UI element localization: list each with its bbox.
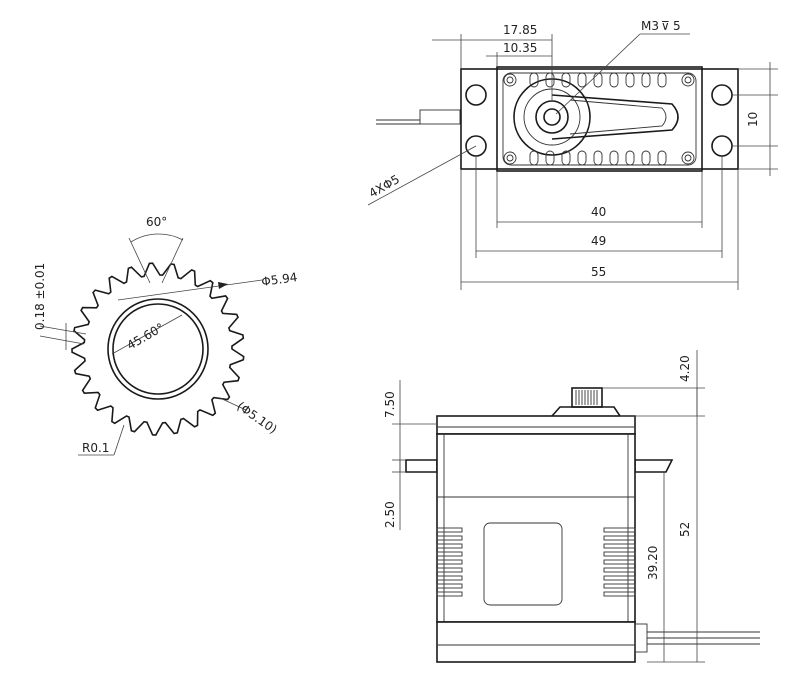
outer-diameter-label: Φ5.94 bbox=[260, 270, 298, 289]
side-view: 7.50 2.50 4.20 52 39.20 bbox=[383, 350, 760, 663]
top-slot bbox=[657, 72, 667, 88]
side-fin-left bbox=[436, 527, 463, 533]
mount-holes-leader bbox=[367, 145, 477, 206]
tooth-height-ext-1 bbox=[39, 325, 87, 335]
side-main-body bbox=[436, 433, 636, 623]
pressure-angle-leader bbox=[111, 314, 183, 355]
side-fin-left bbox=[436, 551, 463, 557]
tooth-angle-leader-left bbox=[128, 237, 151, 284]
top-slot bbox=[529, 72, 539, 88]
dim-49-label: 49 bbox=[591, 234, 606, 248]
outer-diameter-arrow bbox=[218, 282, 228, 289]
top-slot bbox=[545, 72, 555, 88]
side-fin-right bbox=[603, 543, 636, 549]
top-slot bbox=[561, 72, 571, 88]
tooth-angle-arc bbox=[130, 233, 184, 243]
side-mount-tab-left bbox=[405, 459, 438, 473]
side-mount-tab-right bbox=[634, 459, 674, 473]
side-label-recess bbox=[483, 522, 563, 606]
side-output-boss bbox=[551, 406, 621, 417]
corner-screws bbox=[503, 73, 695, 165]
bottom-slot bbox=[593, 150, 603, 166]
bottom-slot bbox=[657, 150, 667, 166]
spline-view: 60° 0.18 ±0.01 Φ5.94 45.60° (Φ5.10) R0.1 bbox=[33, 215, 298, 456]
side-fin-left bbox=[436, 583, 463, 589]
dim-40-label: 40 bbox=[591, 205, 606, 219]
mount-hole-top-left bbox=[465, 84, 487, 106]
top-slot bbox=[593, 72, 603, 88]
side-fin-left bbox=[436, 567, 463, 573]
servo-horn bbox=[551, 94, 679, 140]
tooth-height-ext-2 bbox=[39, 335, 85, 345]
side-fin-left bbox=[436, 535, 463, 541]
thread-leader bbox=[555, 33, 641, 115]
top-slot bbox=[609, 72, 619, 88]
cable-sleeve bbox=[419, 109, 461, 125]
dim-17-85-label: 17.85 bbox=[503, 23, 537, 37]
thread-label: M3 bbox=[641, 19, 659, 33]
side-fin-left bbox=[436, 591, 463, 597]
side-fin-left bbox=[436, 559, 463, 565]
outer-diameter-leader bbox=[117, 279, 263, 301]
side-fin-left bbox=[436, 543, 463, 549]
dim-52-label: 52 bbox=[678, 522, 692, 537]
side-fin-right bbox=[603, 559, 636, 565]
side-output-spline bbox=[571, 387, 603, 408]
side-fin-right bbox=[603, 567, 636, 573]
bottom-slot bbox=[545, 150, 555, 166]
top-slot bbox=[625, 72, 635, 88]
side-fin-right bbox=[603, 591, 636, 597]
side-fin-right bbox=[603, 527, 636, 533]
spline-bore-inner bbox=[112, 303, 204, 395]
dim-39-20-label: 39.20 bbox=[646, 546, 660, 580]
spline-bore-outer bbox=[107, 298, 209, 400]
dim-55-label: 55 bbox=[591, 265, 606, 279]
bottom-slot bbox=[609, 150, 619, 166]
thread-depth-symbol: ⊽ bbox=[661, 19, 670, 33]
top-view: 17.85 10.35 M3 ⊽ 5 4XΦ5 10 40 49 55 bbox=[367, 19, 778, 290]
side-cable-grommet bbox=[634, 623, 648, 653]
side-fin-right bbox=[603, 535, 636, 541]
tooth-angle-label: 60° bbox=[146, 215, 167, 229]
side-cooling-fins bbox=[436, 527, 636, 597]
root-radius-leader-2 bbox=[113, 424, 125, 456]
bottom-slot bbox=[561, 150, 571, 166]
side-fin-left bbox=[436, 575, 463, 581]
top-cooling-slots bbox=[529, 72, 667, 166]
side-fin-right bbox=[603, 551, 636, 557]
tooth-angle-leader-right bbox=[161, 237, 184, 284]
side-top-cover bbox=[436, 415, 636, 435]
top-slot bbox=[577, 72, 587, 88]
dim-7-50-label: 7.50 bbox=[383, 391, 397, 418]
bottom-slot bbox=[529, 150, 539, 166]
bottom-slot bbox=[577, 150, 587, 166]
dim-4-20-label: 4.20 bbox=[678, 355, 692, 382]
side-fin-right bbox=[603, 575, 636, 581]
bottom-slot bbox=[625, 150, 635, 166]
tooth-height-label: 0.18 ±0.01 bbox=[33, 263, 47, 330]
dim-10-label: 10 bbox=[746, 112, 760, 127]
output-spline bbox=[535, 100, 569, 134]
servo-horn-inner bbox=[569, 99, 667, 135]
dim-10-35-label: 10.35 bbox=[503, 41, 537, 55]
side-spline-serrations bbox=[575, 390, 598, 405]
side-fin-right bbox=[603, 583, 636, 589]
side-bottom-cover bbox=[436, 621, 636, 663]
dim-2-50-label: 2.50 bbox=[383, 501, 397, 528]
root-diameter-label: (Φ5.10) bbox=[234, 399, 279, 437]
root-diameter-leader bbox=[219, 397, 247, 411]
thread-depth-label: 5 bbox=[673, 19, 681, 33]
top-body bbox=[496, 66, 703, 172]
bottom-slot bbox=[641, 150, 651, 166]
top-slot bbox=[641, 72, 651, 88]
root-radius-label: R0.1 bbox=[82, 441, 109, 455]
output-screw bbox=[543, 108, 561, 126]
